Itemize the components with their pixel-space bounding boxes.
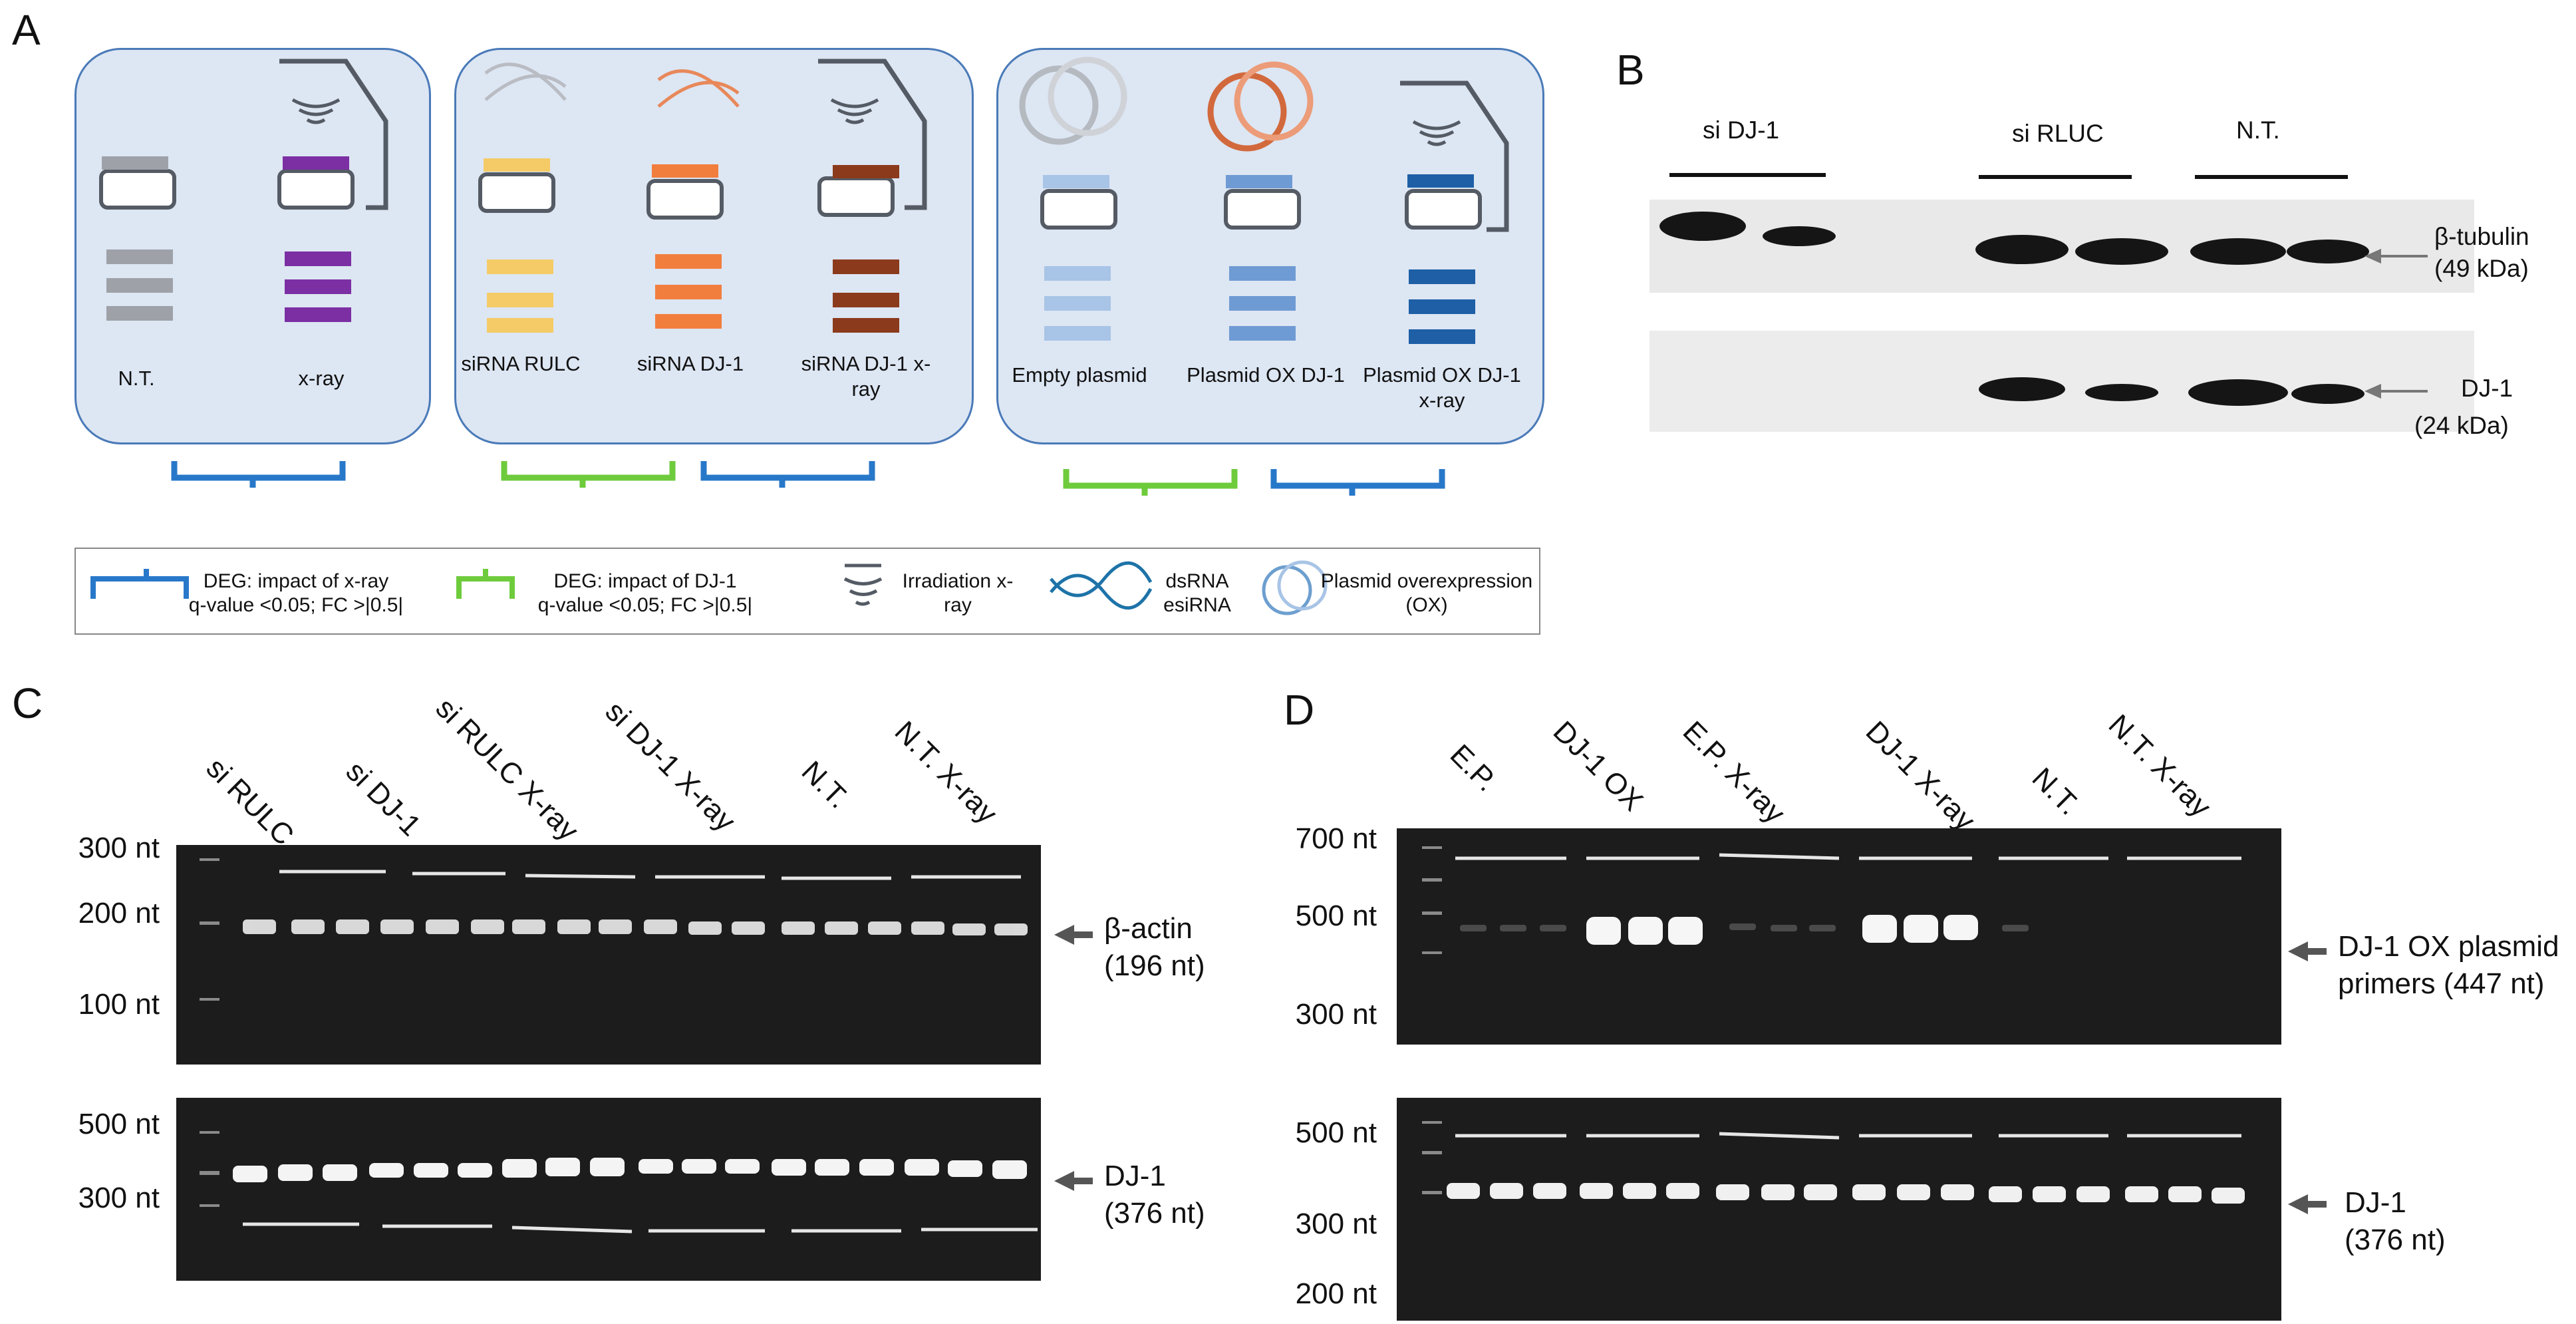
- green-bracket-icon: [456, 569, 515, 599]
- size-marker: 100 nt: [78, 988, 160, 1021]
- size-marker: 300 nt: [1295, 1208, 1377, 1240]
- blue-bracket-icon: [90, 569, 189, 599]
- ox-plasmid-bands: [1586, 915, 1978, 945]
- blot-group-label: si DJ-1: [1703, 116, 1780, 144]
- legend-irradiation: Irradiation x-ray: [902, 570, 1014, 616]
- dsrna-icon: [1050, 561, 1153, 610]
- gel-band-label: DJ-1(376 nt): [1104, 1160, 1205, 1230]
- condition-label: Empty plasmid: [1012, 363, 1147, 387]
- condition-label: Plasmid OX DJ-1 x-ray: [1363, 363, 1521, 412]
- condition-label: siRNA DJ-1 x-ray: [801, 352, 931, 401]
- panel-label-b: B: [1616, 46, 1645, 94]
- size-marker: 300 nt: [78, 832, 160, 864]
- condition-label: N.T.: [118, 367, 155, 390]
- plasmid-icon: [1262, 560, 1328, 615]
- irradiation-instrument-icon: [279, 59, 1509, 232]
- size-marker: 700 nt: [1295, 822, 1377, 855]
- dsrna-icon: [484, 63, 740, 108]
- sequencer-icon: [99, 169, 1482, 230]
- size-marker: 200 nt: [1295, 1277, 1377, 1310]
- condition-label: Plasmid OX DJ-1: [1187, 363, 1345, 387]
- blot-strip-dj1: [1649, 331, 2474, 432]
- size-marker: 200 nt: [78, 897, 160, 929]
- blot-band-label: β-tubulin(49 kDa): [2434, 223, 2529, 282]
- sample-bars-stack: [106, 249, 1475, 344]
- dj1-bands-c: [233, 1158, 1027, 1182]
- panel-label-a: A: [12, 6, 41, 54]
- size-marker: 500 nt: [1295, 1116, 1377, 1149]
- legend-plasmid: Plasmid overexpression (OX): [1320, 570, 1533, 616]
- blot-band-label: DJ-1(24 kDa): [2414, 375, 2513, 439]
- gel-band-label: β-actin(196 nt): [1104, 912, 1205, 982]
- ladder: [200, 858, 219, 1207]
- size-marker: 300 nt: [1295, 998, 1377, 1031]
- condition-label: siRNA RULC: [461, 352, 581, 375]
- faint-bands: [1460, 923, 2029, 931]
- blot-group-label: N.T.: [2236, 116, 2280, 144]
- blot-bands: [1659, 212, 2369, 406]
- comparison-brackets: [171, 461, 1445, 496]
- arrow-icon: [1054, 925, 1093, 1191]
- gel-dj1-c: [176, 1098, 1041, 1281]
- arrow-icon: [2288, 941, 2327, 1214]
- condition-label: x-ray: [298, 367, 345, 390]
- plasmid-icon: [1019, 57, 1314, 152]
- size-marker: 300 nt: [78, 1182, 160, 1214]
- size-marker: 500 nt: [78, 1108, 160, 1140]
- group-box-plasmid: [996, 48, 1544, 444]
- gel-beta-actin: [176, 845, 1041, 1065]
- sample-bars-top: [102, 156, 1474, 188]
- gel-dj1-ox-plasmid: [1397, 828, 2281, 1045]
- panel-label-c: C: [12, 679, 43, 727]
- panel-label-d: D: [1284, 686, 1315, 734]
- dj1-bands-d: [1447, 1183, 2245, 1204]
- group-box-control: [74, 48, 431, 444]
- radio-wave-icon: [291, 98, 1461, 146]
- ladder: [1422, 846, 1442, 1194]
- group-box-sirna: [454, 48, 974, 444]
- size-marker: 500 nt: [1295, 900, 1377, 932]
- irradiation-icon: [843, 564, 883, 606]
- condition-label: siRNA DJ-1: [637, 352, 744, 375]
- blot-group-label: si RLUC: [2012, 120, 2104, 147]
- actin-bands: [243, 919, 1028, 935]
- legend-dsrna: dsRNA esiRNA: [1163, 570, 1231, 616]
- gel-band-label: DJ-1(376 nt): [2345, 1186, 2446, 1256]
